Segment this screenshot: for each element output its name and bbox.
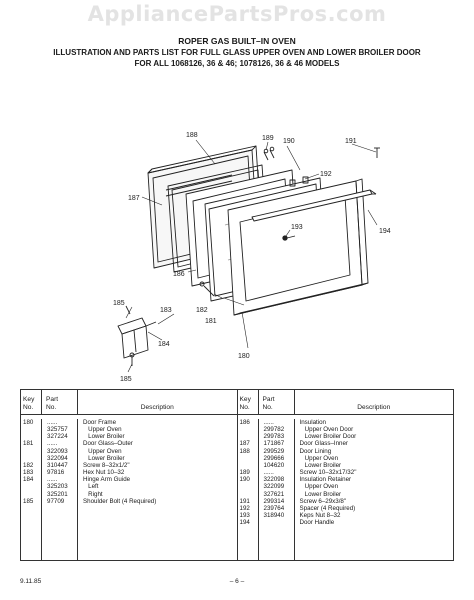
- callout-185-bottom: 185: [120, 376, 132, 383]
- parts-list-table: Key No. Part No. Description 180 181 182…: [20, 389, 454, 561]
- callout-185-top: 185: [113, 300, 125, 307]
- screw-189: [263, 146, 275, 161]
- header-key-no: Key No.: [21, 390, 42, 414]
- header-line-1: ROPER GAS BUILT–IN OVEN: [178, 36, 296, 46]
- callout-180: 180: [238, 353, 250, 360]
- header-line-3: FOR ALL 1068126, 36 & 46; 1078126, 36 & …: [134, 59, 340, 68]
- header-description: Description: [357, 403, 391, 411]
- hinge-arm-guide-183: [117, 317, 157, 359]
- callout-188: 188: [186, 132, 198, 139]
- parts-list-left: Key No. Part No. Description 180 181 182…: [21, 390, 238, 560]
- footer-date: 9.11.85: [20, 578, 42, 585]
- callout-184: 184: [158, 341, 170, 348]
- description-column: Insulation Upper Oven Door Lower Broiler…: [299, 419, 357, 527]
- spacer-192: [289, 176, 309, 187]
- part-no-column: ...... 299782 299783 171867 299529 29966…: [259, 419, 295, 560]
- header-part-no: Part No.: [259, 390, 295, 414]
- part-no-column: ...... 325757 327224 ...... 322093 32209…: [42, 419, 78, 560]
- key-no-column: 180 181 182 183 184 185: [21, 419, 42, 560]
- header-description: Description: [140, 403, 174, 411]
- callout-192: 192: [320, 171, 332, 178]
- callout-182: 182: [196, 307, 208, 314]
- footer-page-number: – 6 –: [229, 578, 245, 585]
- header-line-2: ILLUSTRATION AND PARTS LIST FOR FULL GLA…: [53, 48, 421, 57]
- callout-194: 194: [379, 228, 391, 235]
- exploded-door-diagram: 188 187 186 189 190 191 192 193 194 182 …: [113, 132, 391, 383]
- callout-189: 189: [262, 135, 274, 142]
- screw-182: [199, 281, 215, 297]
- keps-nut-193: [282, 235, 296, 241]
- door-handle-194: [251, 189, 377, 222]
- header-key-no: Key No.: [238, 390, 259, 414]
- callout-187: 187: [128, 195, 140, 202]
- callout-190: 190: [283, 138, 295, 145]
- screw-191: [374, 147, 380, 158]
- callout-191: 191: [345, 138, 357, 145]
- callout-186: 186: [173, 271, 185, 278]
- watermark: AppliancePartsPros.com: [87, 2, 387, 26]
- callout-181: 181: [205, 318, 217, 325]
- key-no-column: 186 187 188 189 190 191 192 193 194: [238, 419, 259, 560]
- callout-193: 193: [291, 224, 303, 231]
- header-part-no: Part No.: [42, 390, 78, 414]
- table-header: Key No. Part No. Description: [21, 390, 237, 415]
- parts-list-right: Key No. Part No. Description 186 187 188…: [237, 390, 453, 560]
- document-header: ROPER GAS BUILT–IN OVEN ILLUSTRATION AND…: [0, 36, 474, 69]
- callout-183: 183: [160, 307, 172, 314]
- table-header: Key No. Part No. Description: [237, 390, 453, 415]
- description-column: Door Frame Upper Oven Lower Broiler Door…: [83, 419, 157, 505]
